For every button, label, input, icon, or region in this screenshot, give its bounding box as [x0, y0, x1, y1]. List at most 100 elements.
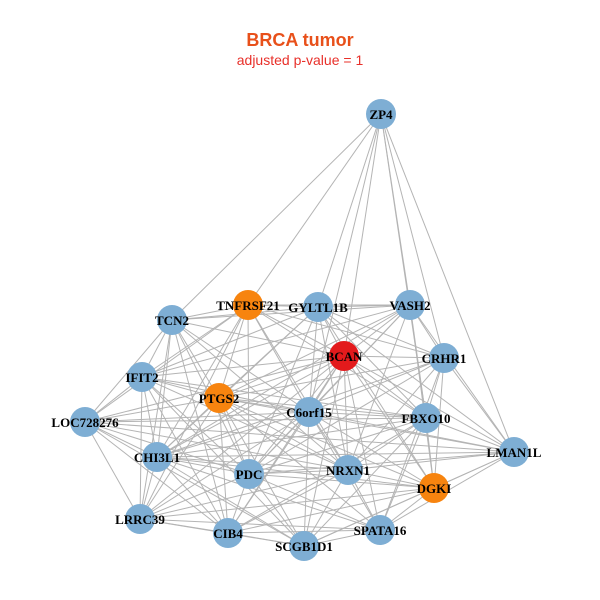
edge-LRRC39-SPATA16 — [139, 518, 381, 531]
node-PDC[interactable]: PDC — [234, 459, 264, 489]
node-PTGS2[interactable]: PTGS2 — [199, 383, 239, 413]
node-circle[interactable] — [333, 455, 363, 485]
edge-GYLTL1B-VASH2 — [317, 304, 411, 308]
node-circle[interactable] — [303, 292, 333, 322]
node-C6orf15[interactable]: C6orf15 — [286, 397, 332, 427]
edge-FBXO10-LMAN1L — [425, 417, 515, 453]
node-circle[interactable] — [125, 504, 155, 534]
node-circle[interactable] — [411, 403, 441, 433]
edge-FBXO10-NRXN1 — [347, 417, 427, 471]
edge-PTGS2-LMAN1L — [218, 397, 515, 453]
edge-TNFRSF21-BCAN — [247, 304, 345, 357]
edge-DGKI-SCGB1D1 — [303, 487, 435, 547]
edge-IFIT2-FBXO10 — [141, 376, 427, 419]
node-SPATA16[interactable]: SPATA16 — [354, 515, 407, 545]
edge-CRHR1-PDC — [248, 357, 445, 475]
edge-GYLTL1B-PDC — [248, 306, 319, 475]
edge-GYLTL1B-IFIT2 — [141, 306, 319, 378]
figure-title: BRCA tumor — [246, 30, 354, 50]
edge-BCAN-IFIT2 — [141, 355, 345, 378]
edge-TCN2-PTGS2 — [171, 319, 220, 399]
edge-TCN2-VASH2 — [171, 304, 411, 321]
edge-BCAN-CHI3L1 — [156, 355, 345, 458]
edge-TCN2-LRRC39 — [139, 319, 173, 520]
edge-GYLTL1B-CRHR1 — [317, 306, 445, 359]
node-DGKI[interactable]: DGKI — [417, 473, 452, 503]
node-circle[interactable] — [429, 343, 459, 373]
edge-BCAN-FBXO10 — [343, 355, 427, 419]
node-CIB4[interactable]: CIB4 — [213, 518, 243, 548]
node-label: FBXO10 — [401, 411, 450, 426]
node-circle[interactable] — [234, 459, 264, 489]
node-circle[interactable] — [366, 99, 396, 129]
node-FBXO10[interactable]: FBXO10 — [401, 403, 451, 433]
node-label: PTGS2 — [199, 391, 239, 406]
node-label: LOC728276 — [51, 415, 119, 430]
edge-C6orf15-FBXO10 — [308, 411, 427, 419]
edge-PTGS2-DGKI — [218, 397, 435, 489]
edge-CRHR1-PTGS2 — [218, 357, 445, 399]
edge-LOC728276-LMAN1L — [84, 421, 515, 453]
edge-BCAN-CRHR1 — [343, 355, 445, 359]
edge-C6orf15-LOC728276 — [84, 411, 310, 423]
node-ZP4[interactable]: ZP4 — [366, 99, 396, 129]
edge-FBXO10-SCGB1D1 — [303, 417, 427, 547]
edge-PTGS2-LOC728276 — [84, 397, 220, 423]
node-circle[interactable] — [70, 407, 100, 437]
edge-LOC728276-NRXN1 — [84, 421, 349, 471]
node-CRHR1[interactable]: CRHR1 — [422, 343, 467, 373]
node-GYLTL1B[interactable]: GYLTL1B — [288, 292, 348, 322]
edge-TNFRSF21-CRHR1 — [247, 304, 445, 359]
edge-DGKI-CIB4 — [227, 487, 435, 534]
node-TNFRSF21[interactable]: TNFRSF21 — [216, 290, 280, 320]
edge-NRXN1-LRRC39 — [139, 469, 349, 520]
node-label: LMAN1L — [487, 445, 542, 460]
edge-TNFRSF21-PTGS2 — [218, 304, 249, 399]
node-circle[interactable] — [499, 437, 529, 467]
node-circle[interactable] — [157, 305, 187, 335]
node-SCGB1D1[interactable]: SCGB1D1 — [275, 531, 333, 561]
node-VASH2[interactable]: VASH2 — [390, 290, 431, 320]
edge-PDC-SCGB1D1 — [248, 473, 305, 547]
node-circle[interactable] — [289, 531, 319, 561]
edge-NRXN1-CIB4 — [227, 469, 349, 534]
node-circle[interactable] — [204, 383, 234, 413]
node-circle[interactable] — [127, 362, 157, 392]
node-circle[interactable] — [233, 290, 263, 320]
node-TCN2[interactable]: TCN2 — [155, 305, 189, 335]
node-circle[interactable] — [419, 473, 449, 503]
node-IFIT2[interactable]: IFIT2 — [125, 362, 159, 392]
node-circle[interactable] — [365, 515, 395, 545]
node-label: CHI3L1 — [134, 450, 180, 465]
edge-C6orf15-LRRC39 — [139, 411, 310, 520]
node-BCAN[interactable]: BCAN — [326, 341, 363, 371]
node-circle[interactable] — [213, 518, 243, 548]
edge-TNFRSF21-PDC — [247, 304, 250, 475]
node-circle[interactable] — [294, 397, 324, 427]
node-circle[interactable] — [395, 290, 425, 320]
node-label: DGKI — [417, 481, 452, 496]
node-label: PDC — [236, 467, 263, 482]
edge-ZP4-LMAN1L — [380, 113, 515, 453]
node-label: C6orf15 — [286, 405, 332, 420]
node-LRRC39[interactable]: LRRC39 — [115, 504, 165, 534]
edge-FBXO10-SPATA16 — [379, 417, 427, 531]
edge-LOC728276-LRRC39 — [84, 421, 141, 520]
node-NRXN1[interactable]: NRXN1 — [326, 455, 370, 485]
node-LOC728276[interactable]: LOC728276 — [51, 407, 119, 437]
node-circle[interactable] — [142, 442, 172, 472]
node-CHI3L1[interactable]: CHI3L1 — [134, 442, 180, 472]
edge-VASH2-IFIT2 — [141, 304, 411, 378]
edge-FBXO10-LOC728276 — [84, 417, 427, 423]
edge-CHI3L1-CIB4 — [156, 456, 229, 534]
node-LMAN1L[interactable]: LMAN1L — [487, 437, 542, 467]
edge-TNFRSF21-NRXN1 — [247, 304, 349, 471]
node-circle[interactable] — [329, 341, 359, 371]
edge-LMAN1L-PDC — [248, 451, 515, 475]
node-label: GYLTL1B — [288, 300, 348, 315]
edge-TNFRSF21-LRRC39 — [139, 304, 249, 520]
edge-GYLTL1B-NRXN1 — [317, 306, 349, 471]
